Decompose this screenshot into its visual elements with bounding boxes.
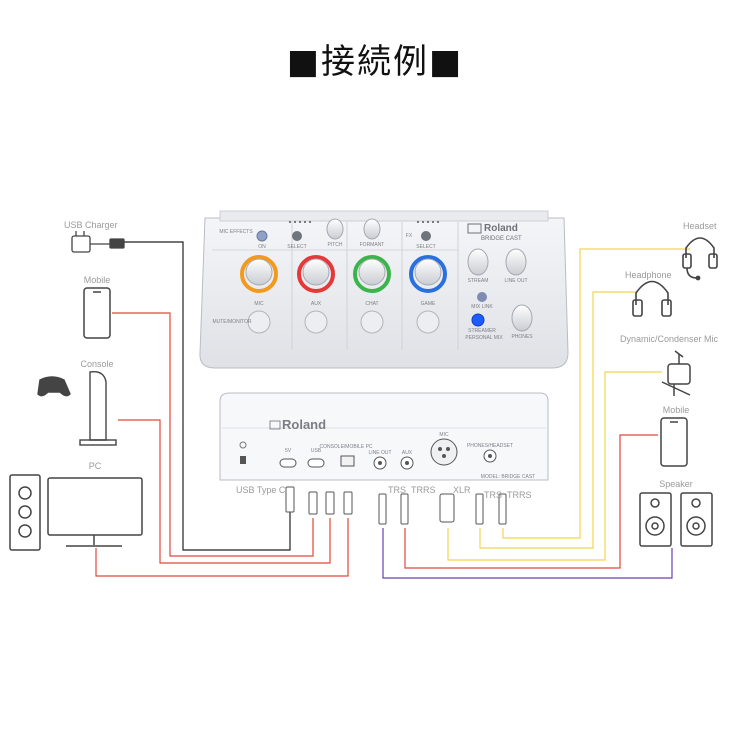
mobile-cable [112,312,314,557]
personal-mix-label: PERSONAL MIX [465,335,503,341]
rear-brand: Roland [282,417,327,432]
bridge-cast-rear-panel [219,392,549,481]
rear-5v-label: 5V [284,448,292,454]
mic-label: Dynamic/Condenser Mic [620,334,719,344]
mobile-icon-right [660,417,688,467]
console-icon [37,371,117,446]
headset-label: Headset [683,221,717,231]
game-knob [409,255,447,293]
on-label: ON [258,244,266,250]
trs-label-1: TRS [388,485,406,495]
rear-mic-label: MIC [439,432,449,438]
mic-effects-label: MIC EFFECTS [219,229,253,235]
page-title: ■接続例■ [286,42,464,82]
aux-knob [297,255,335,293]
mobile-right-label: Mobile [662,405,690,415]
formant-label: FORMANT [359,242,385,248]
pc-cable [95,518,349,577]
chat-knob [353,255,391,293]
stream-label: STREAM [467,278,489,284]
bridge-cast-top-panel [199,210,569,369]
mic-knob [240,255,278,293]
plugs [285,486,507,525]
trs-headphone-cable [479,291,636,549]
aux-cable [404,434,658,569]
headphone-icon [632,280,672,317]
select-label-1: SELECT [287,244,307,250]
console-label: Console [80,359,114,369]
pc-label: PC [88,461,102,471]
rear-switch-label: CONSOLE/MOBILE PC [319,444,373,450]
xlr-label: XLR [453,485,471,495]
mobile-left-label: Mobile [83,275,111,285]
usb-charger-label: USB Charger [64,220,118,230]
fx-label: FX [405,233,413,239]
top-model: BRIDGE CAST [481,236,522,242]
pitch-label: PITCH [327,242,343,248]
usb-charger-cable [124,241,291,551]
speaker-icon [639,492,713,547]
usb-type-c-label: USB Type C [236,485,286,495]
rear-model-label: MODEL: BRIDGE CAST [480,474,536,480]
trs-label-2: TRS [484,490,502,500]
top-brand: Roland [484,223,518,234]
headphone-label: Headphone [625,270,672,280]
trrs-label-1: TRRS [411,485,436,495]
rear-usb-label: USB [310,448,322,454]
mute-monitor-label: MUTE/MONITOR [212,319,252,325]
line-out-cable [382,528,673,579]
headset-icon [682,237,718,281]
xlr-cable [447,371,662,561]
console-cable [118,419,331,564]
trrs-headset-cable [502,248,690,539]
pc-icon [9,474,143,551]
chat-channel-label: CHAT [365,301,379,307]
mic-channel-label: MIC [254,301,264,307]
phones-label: PHONES [511,334,533,340]
game-channel-label: GAME [420,301,436,307]
select-label-2: SELECT [416,244,436,250]
mix-link-label: MIX LINK [471,304,493,310]
usb-charger-icon [71,231,125,253]
streamer-label: STREAMER [468,328,496,334]
speaker-label: Speaker [659,479,693,489]
rear-line-out-label: LINE OUT [368,450,392,456]
rear-aux-label: AUX [401,450,413,456]
condenser-mic-icon [661,350,691,396]
aux-channel-label: AUX [310,301,322,307]
rear-phones-label: PHONES/HEADSET [466,443,514,449]
mobile-icon-left [83,287,111,339]
cables [95,241,690,579]
line-out-label: LINE OUT [504,278,528,284]
trrs-label-2: TRRS [507,490,532,500]
